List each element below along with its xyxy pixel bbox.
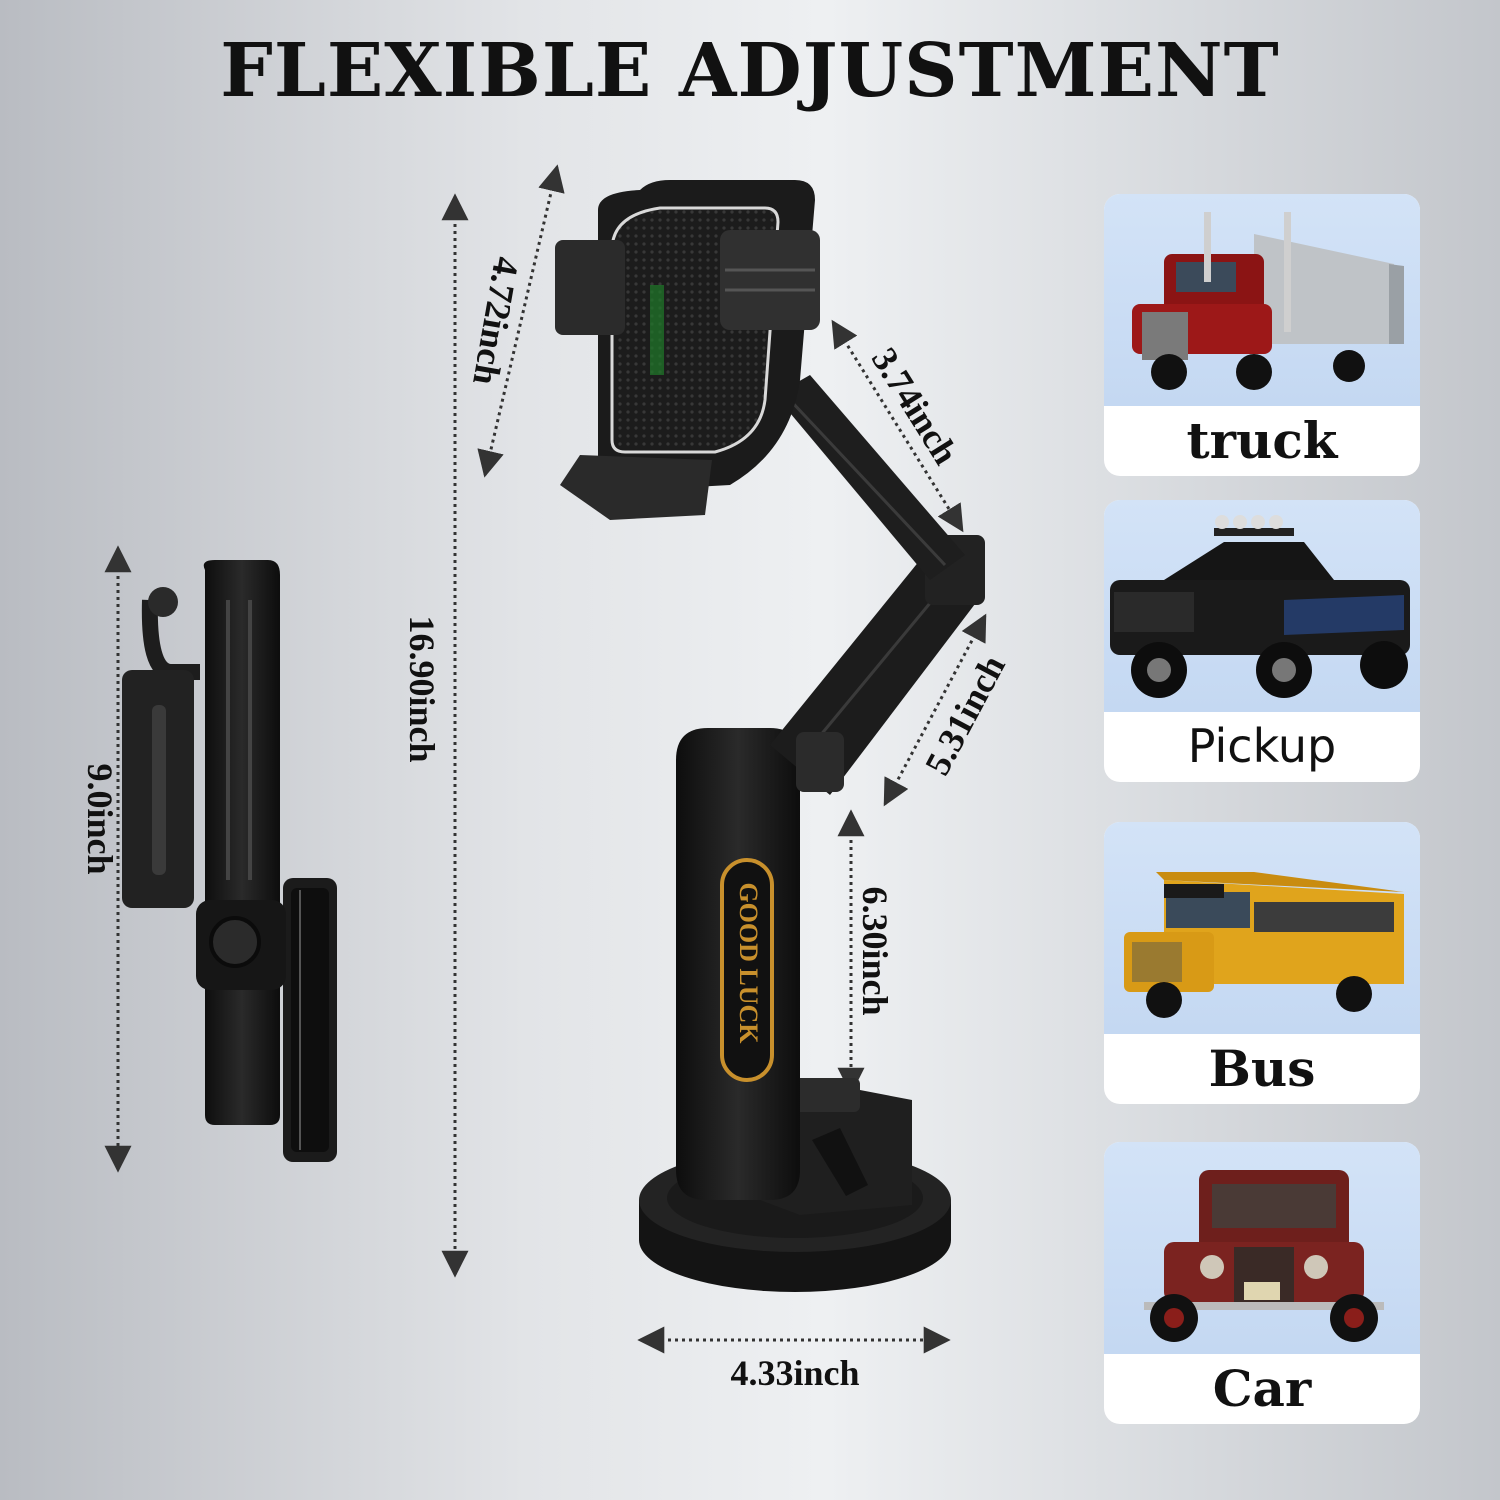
- vehicle-card-car: Car: [1104, 1142, 1420, 1424]
- vintage-car-icon: [1104, 1142, 1420, 1354]
- semi-truck-icon: [1104, 194, 1420, 406]
- vehicle-card-bus: Bus: [1104, 822, 1420, 1104]
- main-mount: [555, 180, 985, 1292]
- vehicle-card-truck: truck: [1104, 194, 1420, 476]
- base-width-label: 4.33inch: [730, 1353, 860, 1393]
- dimension-lines: [104, 164, 987, 1354]
- vehicle-label: truck: [1186, 410, 1338, 470]
- folded-mount: [122, 560, 337, 1162]
- vehicle-label: Bus: [1208, 1038, 1316, 1098]
- vehicle-label: Car: [1212, 1358, 1312, 1418]
- school-bus-icon: [1104, 822, 1420, 1034]
- upper-arm-line: [831, 319, 964, 533]
- brand-text: GOOD LUCK: [734, 882, 763, 1044]
- vehicle-card-pickup: Pickup: [1104, 500, 1420, 782]
- page-title: FLEXIBLE ADJUSTMENT: [220, 28, 1280, 114]
- vehicle-label: Pickup: [1187, 719, 1337, 773]
- total-height-label: 16.90inch: [402, 615, 442, 763]
- lower-arm-line: [883, 613, 987, 807]
- pickup-truck-icon: [1104, 500, 1420, 712]
- stand-height-label: 6.30inch: [855, 886, 895, 1016]
- folded-height-label: 9.0inch: [80, 763, 120, 875]
